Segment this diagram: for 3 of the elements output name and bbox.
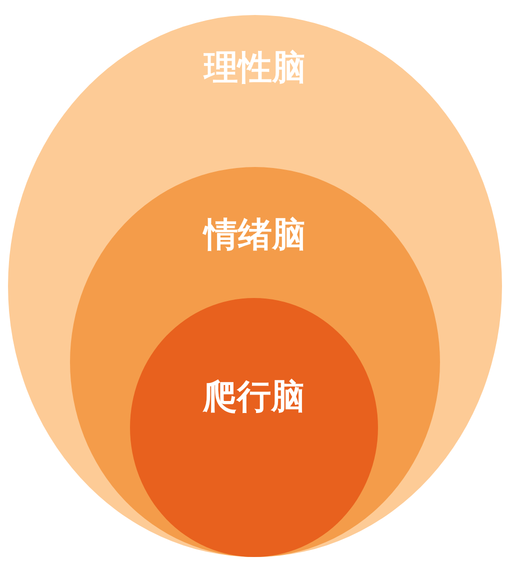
- region-label: 理性脑: [202, 48, 307, 88]
- region-label: 爬行脑: [202, 377, 306, 417]
- region-label: 情绪脑: [202, 215, 307, 255]
